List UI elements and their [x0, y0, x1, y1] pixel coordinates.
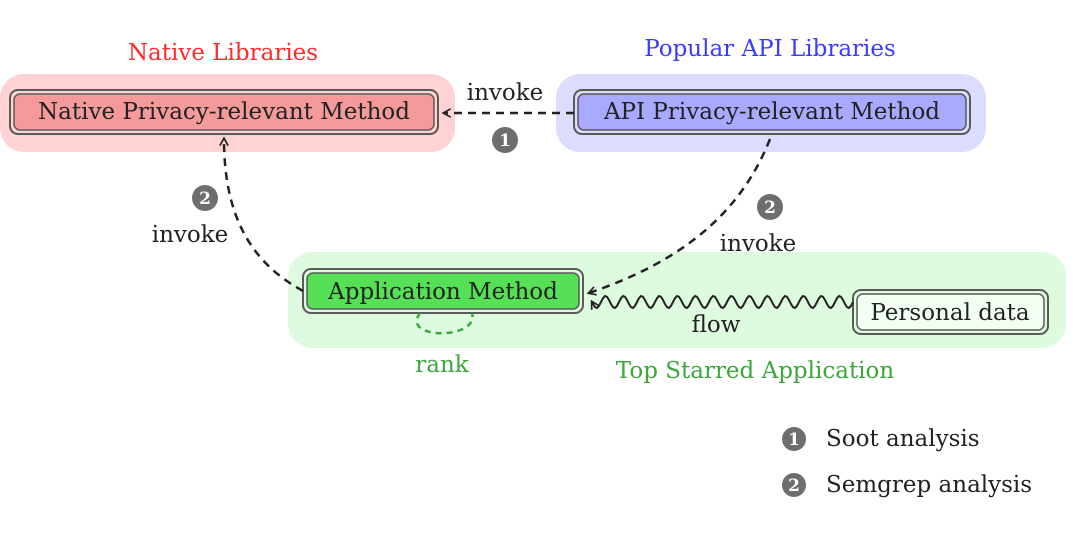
rank-label: rank [415, 352, 470, 378]
data-flow-label: flow [692, 312, 741, 338]
app-to-api-arrow [589, 138, 772, 293]
api-method-label: API Privacy-relevant Method [603, 99, 940, 125]
svg-text:2: 2 [199, 189, 211, 209]
personal-data-label: Personal data [870, 300, 1030, 326]
legend-soot-text: Soot analysis [826, 426, 980, 452]
svg-text:2: 2 [788, 476, 800, 496]
legend-item-semgrep: 2 Semgrep analysis [782, 472, 1032, 498]
step-badge-soot: 1 [492, 127, 518, 153]
application-method-label: Application Method [327, 279, 558, 305]
svg-text:2: 2 [764, 198, 776, 218]
rank-self-loop [415, 312, 474, 335]
application-method-node: Application Method [302, 268, 584, 314]
step-badge-semgrep-api: 2 [757, 194, 783, 220]
personal-data-node: Personal data [852, 289, 1049, 335]
legend-item-soot: 1 Soot analysis [782, 426, 980, 452]
api-to-native-invoke-label: invoke [467, 80, 544, 106]
api-libraries-title: Popular API Libraries [644, 36, 896, 62]
application-title: Top Starred Application [616, 358, 895, 384]
native-libraries-title: Native Libraries [128, 40, 318, 66]
app-to-api-invoke-label: invoke [720, 231, 797, 257]
api-method-node: API Privacy-relevant Method [573, 89, 971, 135]
step-badge-semgrep-native: 2 [192, 185, 218, 211]
data-flow-arrow [592, 294, 854, 308]
svg-text:1: 1 [788, 430, 800, 450]
native-method-node: Native Privacy-relevant Method [9, 89, 439, 135]
legend-semgrep-text: Semgrep analysis [826, 472, 1032, 498]
app-to-native-arrow [224, 139, 304, 293]
svg-text:1: 1 [499, 131, 511, 151]
app-to-native-invoke-label: invoke [152, 222, 229, 248]
legend: 1 Soot analysis 2 Semgrep analysis [782, 426, 1032, 498]
native-method-label: Native Privacy-relevant Method [38, 99, 410, 125]
